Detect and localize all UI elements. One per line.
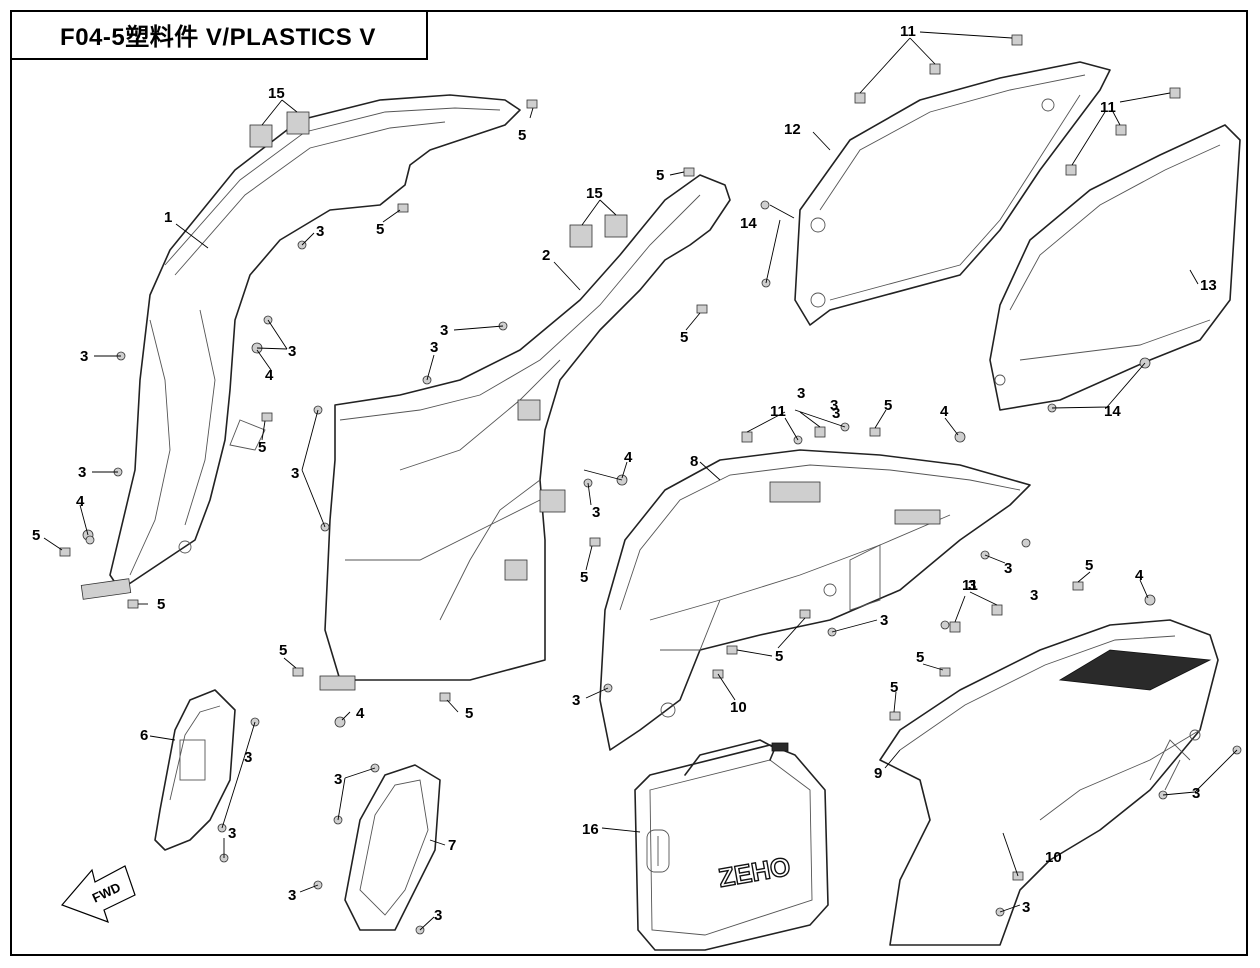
callout-4: 4 — [940, 403, 949, 420]
callout-labels: 1 2 3 3 3 3 3 3 3 3 3 3 3 3 3 3 3 3 3 3 … — [32, 23, 1217, 924]
page-title: F04-5塑料件 V/PLASTICS V — [60, 23, 376, 51]
part-6-panel — [154, 689, 236, 851]
part-13-side-cover — [989, 124, 1241, 411]
part-2-side-panel — [319, 174, 731, 691]
callout-15: 15 — [586, 185, 603, 202]
forward-arrow: FWD — [60, 865, 136, 923]
callout-13: 13 — [1200, 277, 1217, 294]
callout-5: 5 — [890, 679, 898, 696]
callout-3: 3 — [880, 612, 888, 629]
callout-5: 5 — [1085, 557, 1093, 574]
part-9-rear-cover — [879, 619, 1219, 946]
callout-3: 3 — [1192, 785, 1200, 802]
callout-5: 5 — [279, 642, 287, 659]
callout-1: 1 — [164, 209, 172, 226]
callout-3: 3 — [288, 887, 296, 904]
callout-4: 4 — [624, 449, 633, 466]
leader-lines — [43, 31, 1238, 931]
callout-5: 5 — [884, 397, 892, 414]
part-1-left-panel — [80, 94, 521, 600]
callout-5: 5 — [656, 167, 664, 184]
callout-16: 16 — [582, 821, 599, 838]
callout-3: 3 — [572, 692, 580, 709]
part-8-rear-fender — [599, 449, 1031, 751]
callout-5: 5 — [465, 705, 473, 722]
callout-3: 3 — [430, 339, 438, 356]
callout-3: 3 — [1030, 587, 1038, 604]
callout-5: 5 — [258, 439, 266, 456]
callout-3: 3 — [288, 343, 296, 360]
callout-3: 3 — [334, 771, 342, 788]
callout-3: 3 — [968, 577, 976, 594]
callout-14: 14 — [1104, 403, 1121, 420]
part-16-storage-case: ZEHO — [634, 739, 829, 951]
title-block: F04-5塑料件 V/PLASTICS V — [10, 10, 428, 60]
callout-11: 11 — [900, 23, 916, 40]
callout-3: 3 — [80, 348, 88, 365]
callout-3: 3 — [434, 907, 442, 924]
callout-6: 6 — [140, 727, 148, 744]
callout-3: 3 — [832, 405, 840, 422]
callout-11: 11 — [1100, 99, 1116, 116]
callout-4: 4 — [265, 367, 274, 384]
callout-3: 3 — [797, 385, 805, 402]
callout-3: 3 — [1022, 899, 1030, 916]
drawing-frame — [10, 10, 1248, 956]
callout-15: 15 — [268, 85, 285, 102]
callout-4: 4 — [76, 493, 85, 510]
callout-9: 9 — [874, 765, 882, 782]
callout-5: 5 — [775, 648, 783, 665]
case-logo: ZEHO — [716, 851, 792, 893]
callout-5: 5 — [32, 527, 40, 544]
callout-5: 5 — [518, 127, 526, 144]
part-7-panel — [344, 764, 441, 931]
callout-5: 5 — [680, 329, 688, 346]
callout-5: 5 — [580, 569, 588, 586]
callout-7: 7 — [448, 837, 456, 854]
callout-3: 3 — [1004, 560, 1012, 577]
callout-10: 10 — [730, 699, 747, 716]
callout-3: 3 — [78, 464, 86, 481]
callout-3: 3 — [830, 397, 838, 414]
callout-5: 5 — [376, 221, 384, 238]
callout-4: 4 — [356, 705, 365, 722]
callout-3: 3 — [244, 749, 252, 766]
callout-3: 3 — [291, 465, 299, 482]
callout-10: 10 — [1045, 849, 1062, 866]
callout-2: 2 — [542, 247, 550, 264]
callout-3: 3 — [592, 504, 600, 521]
callout-11: 11 — [962, 577, 978, 594]
callout-3: 3 — [228, 825, 236, 842]
callout-3: 3 — [440, 322, 448, 339]
part-12-top-cover — [794, 61, 1111, 326]
callout-4: 4 — [1135, 567, 1144, 584]
callout-3: 3 — [316, 223, 324, 240]
callout-11: 11 — [770, 403, 786, 420]
callout-14: 14 — [740, 215, 757, 232]
callout-5: 5 — [157, 596, 165, 613]
callout-5: 5 — [916, 649, 924, 666]
callout-12: 12 — [784, 121, 801, 138]
callout-8: 8 — [690, 453, 698, 470]
